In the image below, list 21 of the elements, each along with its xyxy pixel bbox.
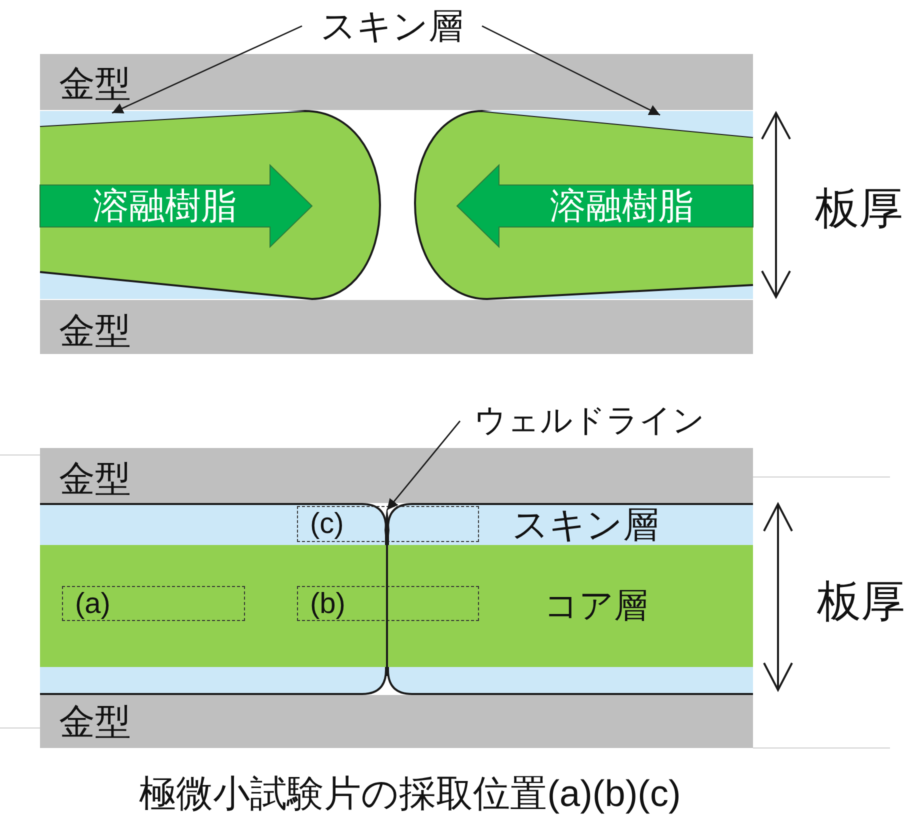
sampling-area-box: (a) xyxy=(62,586,245,621)
callout-text: スキン層 xyxy=(302,6,482,46)
core-layer-band xyxy=(40,545,753,667)
caption: 極微小試験片の採取位置(a)(b)(c) xyxy=(138,775,682,814)
dimension-label: 板厚 xyxy=(817,579,905,626)
mold-band: 金型 xyxy=(40,448,753,503)
flow-arrow: 溶融樹脂 xyxy=(40,165,312,247)
mold-band: 金型 xyxy=(40,300,753,354)
mold-band: 金型 xyxy=(40,54,753,110)
callout-text: ウェルドライン xyxy=(460,402,710,440)
leader-line xyxy=(112,25,302,114)
dimension-label: 板厚 xyxy=(815,186,903,232)
skin-layer-strip xyxy=(482,111,753,137)
leader-line xyxy=(482,25,660,116)
weld-line xyxy=(384,510,390,676)
skin-layer-band: スキン層 xyxy=(386,503,753,545)
layer-label: コア層 xyxy=(544,587,648,626)
mold-band: 金型 xyxy=(40,695,753,748)
leader-line xyxy=(386,420,461,510)
flow-arrow: 溶融樹脂 xyxy=(457,165,753,247)
sampling-area-box: (b) xyxy=(297,586,479,621)
